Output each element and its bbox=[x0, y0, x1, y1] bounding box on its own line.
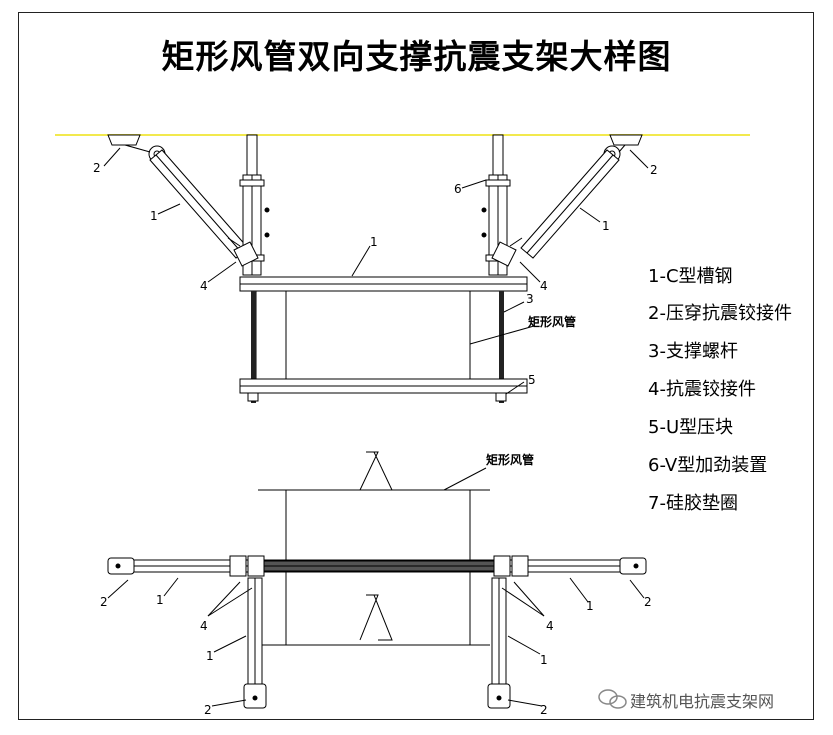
plan-left-vertical-brace bbox=[243, 577, 267, 709]
plan-leader-lines bbox=[107, 467, 645, 707]
bottom-u-clamp-channel bbox=[239, 378, 528, 402]
left-support-rod bbox=[251, 291, 256, 403]
callout-front-1-left: 1 bbox=[150, 209, 158, 223]
callout-plan-2-right: 2 bbox=[644, 595, 652, 609]
rectangular-duct-plan bbox=[258, 451, 490, 646]
legend-item-7: 7-硅胶垫圈 bbox=[648, 493, 738, 514]
plan-right-vertical-brace bbox=[487, 577, 511, 709]
duct-label-front: 矩形风管 bbox=[527, 314, 576, 329]
callout-front-4-left: 4 bbox=[200, 279, 208, 293]
callout-front-2-right: 2 bbox=[650, 163, 658, 177]
right-diagonal-brace bbox=[520, 149, 620, 259]
callout-front-5: 5 bbox=[528, 373, 536, 387]
callout-plan-1-lower-right: 1 bbox=[540, 653, 548, 667]
duct-label-plan: 矩形风管 bbox=[485, 452, 534, 467]
legend-item-3: 3-支撑螺杆 bbox=[648, 341, 738, 362]
drawing-frame bbox=[18, 12, 814, 720]
callout-plan-2-lower-right: 2 bbox=[540, 703, 548, 717]
legend-item-5: 5-U型压块 bbox=[648, 417, 734, 438]
wechat-icon bbox=[598, 689, 627, 709]
drawing-title: 矩形风管双向支撑抗震支架大样图 bbox=[161, 37, 672, 76]
watermark-text: 建筑机电抗震支架网 bbox=[630, 692, 775, 711]
callout-plan-4-left: 4 bbox=[200, 619, 208, 633]
legend-item-4: 4-抗震铰接件 bbox=[648, 379, 756, 400]
callout-front-6: 6 bbox=[454, 182, 462, 196]
callout-front-2-left: 2 bbox=[93, 161, 101, 175]
callout-plan-1-right: 1 bbox=[586, 599, 594, 613]
plan-horizontal-channel bbox=[107, 557, 647, 575]
front-leader-lines bbox=[103, 147, 649, 395]
callout-front-3: 3 bbox=[526, 292, 534, 306]
callout-front-1-beam: 1 bbox=[370, 235, 378, 249]
callout-plan-2-lower-left: 2 bbox=[204, 703, 212, 717]
legend-item-6: 6-V型加劲装置 bbox=[648, 455, 768, 476]
callout-plan-4-right: 4 bbox=[546, 619, 554, 633]
callout-front-4-right: 4 bbox=[540, 279, 548, 293]
legend-item-2: 2-压穿抗震铰接件 bbox=[648, 303, 792, 324]
callout-plan-1-lower-left: 1 bbox=[206, 649, 214, 663]
plan-hinges bbox=[229, 555, 529, 577]
rectangular-duct-front bbox=[255, 290, 503, 380]
right-seismic-hinge bbox=[491, 237, 523, 267]
legend-item-1: 1-C型槽钢 bbox=[648, 266, 733, 287]
callout-front-1-right: 1 bbox=[602, 219, 610, 233]
left-seismic-hinge bbox=[227, 237, 259, 267]
callout-plan-2-left: 2 bbox=[100, 595, 108, 609]
right-support-rod bbox=[499, 291, 504, 403]
callout-plan-1-left: 1 bbox=[156, 593, 164, 607]
top-c-channel bbox=[239, 276, 528, 292]
